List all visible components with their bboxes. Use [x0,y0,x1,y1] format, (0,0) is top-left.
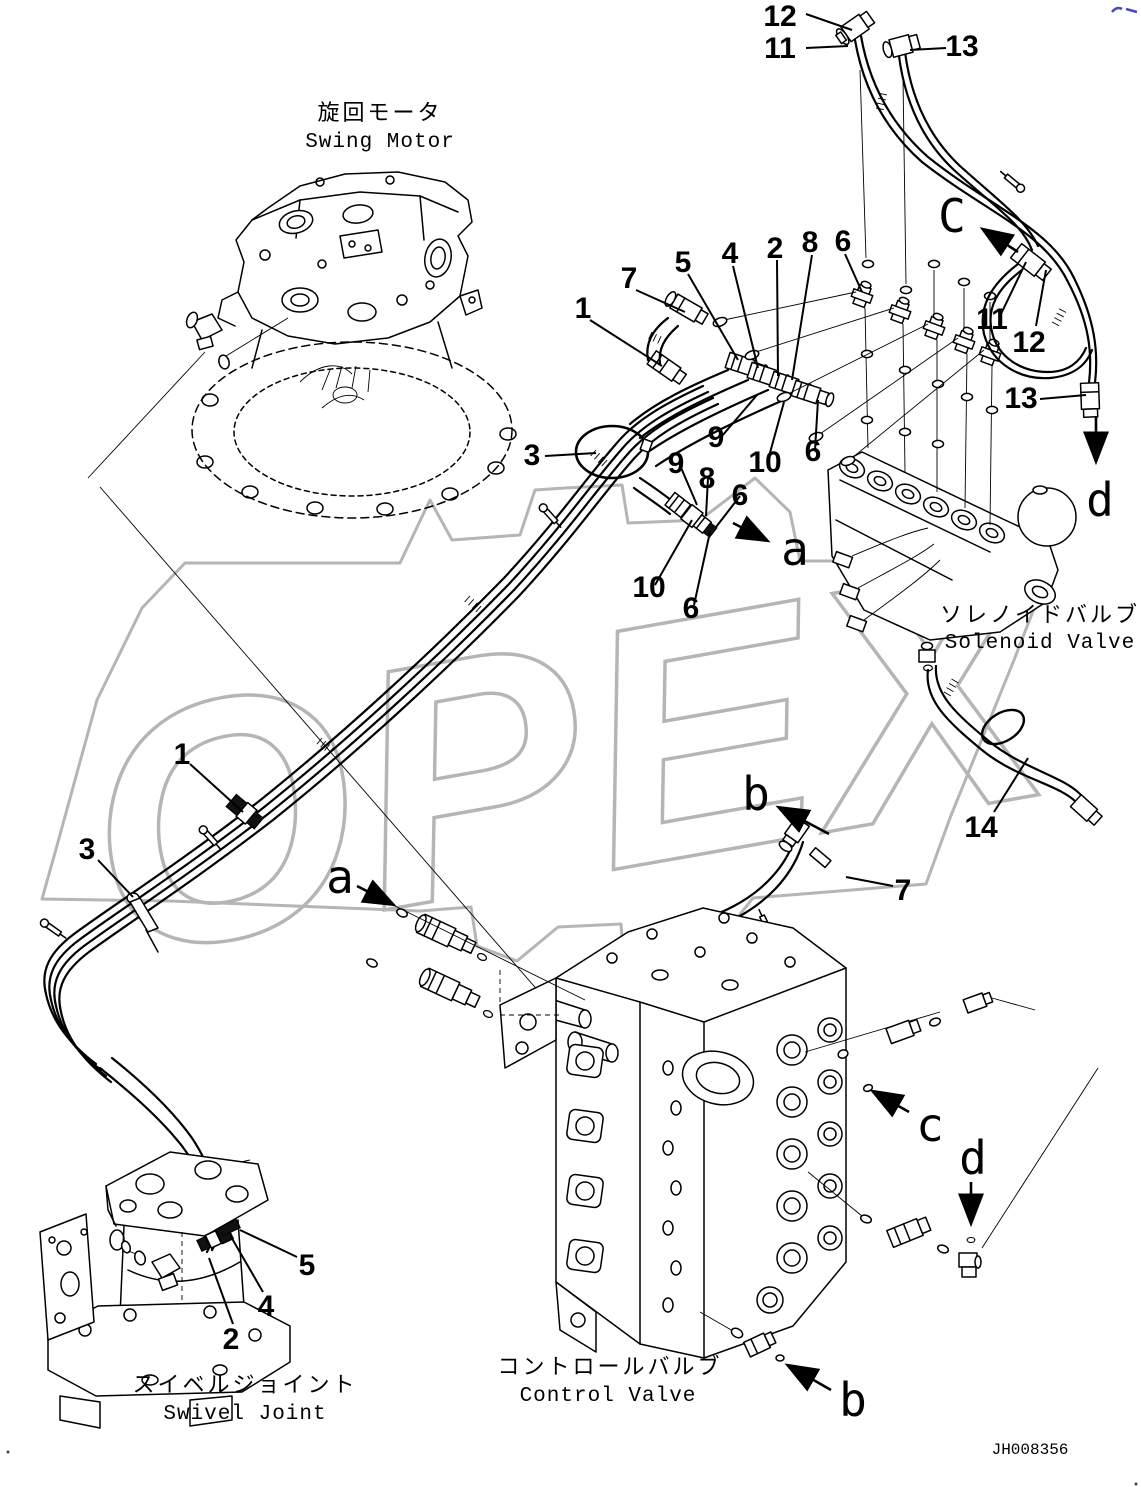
view-letter-d: d [959,1131,987,1185]
solenoid-valve-drawing [712,69,1077,672]
callout-7: 7 [621,262,638,295]
callout-6: 6 [805,435,822,468]
control-valve-drawing [364,905,1099,1362]
callout-11: 11 [764,32,796,65]
scan-artifacts [6,6,1138,1486]
callout-10: 10 [748,446,781,479]
callout-13: 13 [945,30,978,63]
callout-13: 13 [1004,382,1037,415]
swivel-hose-fittings [120,1218,241,1292]
callout-12: 12 [763,0,796,33]
swivel-joint-label-ja: スイベルジョイント [132,1372,357,1397]
callout-3: 3 [79,833,96,866]
callout-7: 7 [895,874,912,907]
drawing-number: JH008356 [992,1441,1069,1459]
swing-motor-label-ja: 旋回モータ [317,100,442,125]
callout-11: 11 [976,303,1008,336]
callout-6: 6 [683,592,700,625]
callout-4: 4 [258,1290,275,1323]
swivel-joint-label-en: Swivel Joint [163,1403,326,1426]
swing-motor-drawing [87,171,561,1017]
callout-12: 12 [1012,326,1045,359]
callout-4: 4 [722,237,739,270]
view-letter-c: c [916,1098,944,1152]
swing-motor-flange [191,341,517,519]
clamp-ring [574,424,654,480]
callout-6: 6 [835,225,852,258]
top-right-hose-assembly [834,10,1101,418]
callout-leader-lines [97,13,1087,1325]
callout-2: 2 [767,232,784,265]
stud-pin [126,892,159,953]
view-letter-b: b [839,1373,867,1427]
mid-hose-fitting-chain [632,476,718,539]
view-letter-a: a [781,522,809,576]
callout-10: 10 [632,571,665,604]
view-letter-labels: C a b a c d d b [326,189,1114,1427]
hose1-lower-fitting [225,793,264,830]
callout-9: 9 [708,421,725,454]
view-letter-b: b [742,767,770,821]
callout-1: 1 [575,292,592,325]
view-letter-d: d [1086,473,1114,527]
component-labels: 旋回モータ Swing Motor ソレノイドバルブ Solenoid Valv… [132,100,1140,1426]
view-letter-C: C [938,189,966,243]
callout-14: 14 [964,811,998,844]
view-arrows [356,227,1109,1392]
solenoid-connectors [832,527,941,633]
fitting-13-end [1079,381,1101,418]
control-valve-caps [756,1017,843,1314]
callout-5: 5 [675,246,692,279]
solenoid-valve-label-en: Solenoid Valve [945,632,1135,655]
callout-numbers: 12 11 13 7 1 5 4 2 8 6 3 9 10 6 9 8 6 10… [79,0,1046,1356]
swing-motor-label-en: Swing Motor [305,131,455,154]
view-letter-a: a [326,850,354,904]
callout-9: 9 [668,447,685,480]
pilot-hose-14 [926,664,1103,826]
callout-1: 1 [174,738,191,771]
control-valve-bosses [566,1043,604,1274]
main-hose-bundle [38,350,790,1254]
check-valve-parts [364,905,586,1020]
callout-3: 3 [524,439,541,472]
sleeve-fitting-upper [646,350,688,385]
solenoid-valve-label-ja: ソレノイドバルブ [940,602,1140,627]
control-valve-label-ja: コントロールバルブ [497,1354,722,1379]
callout-8: 8 [699,462,716,495]
control-valve-label-en: Control Valve [520,1385,697,1408]
callout-2: 2 [223,1323,240,1356]
callout-6: 6 [732,479,749,512]
callout-5: 5 [299,1249,316,1282]
bottom-fitting-b [699,1311,785,1362]
right-side-fittings [804,991,1099,1278]
swivel-joint-drawing [39,1151,291,1429]
callout-8: 8 [802,226,819,259]
accumulator-sphere [1017,487,1077,547]
